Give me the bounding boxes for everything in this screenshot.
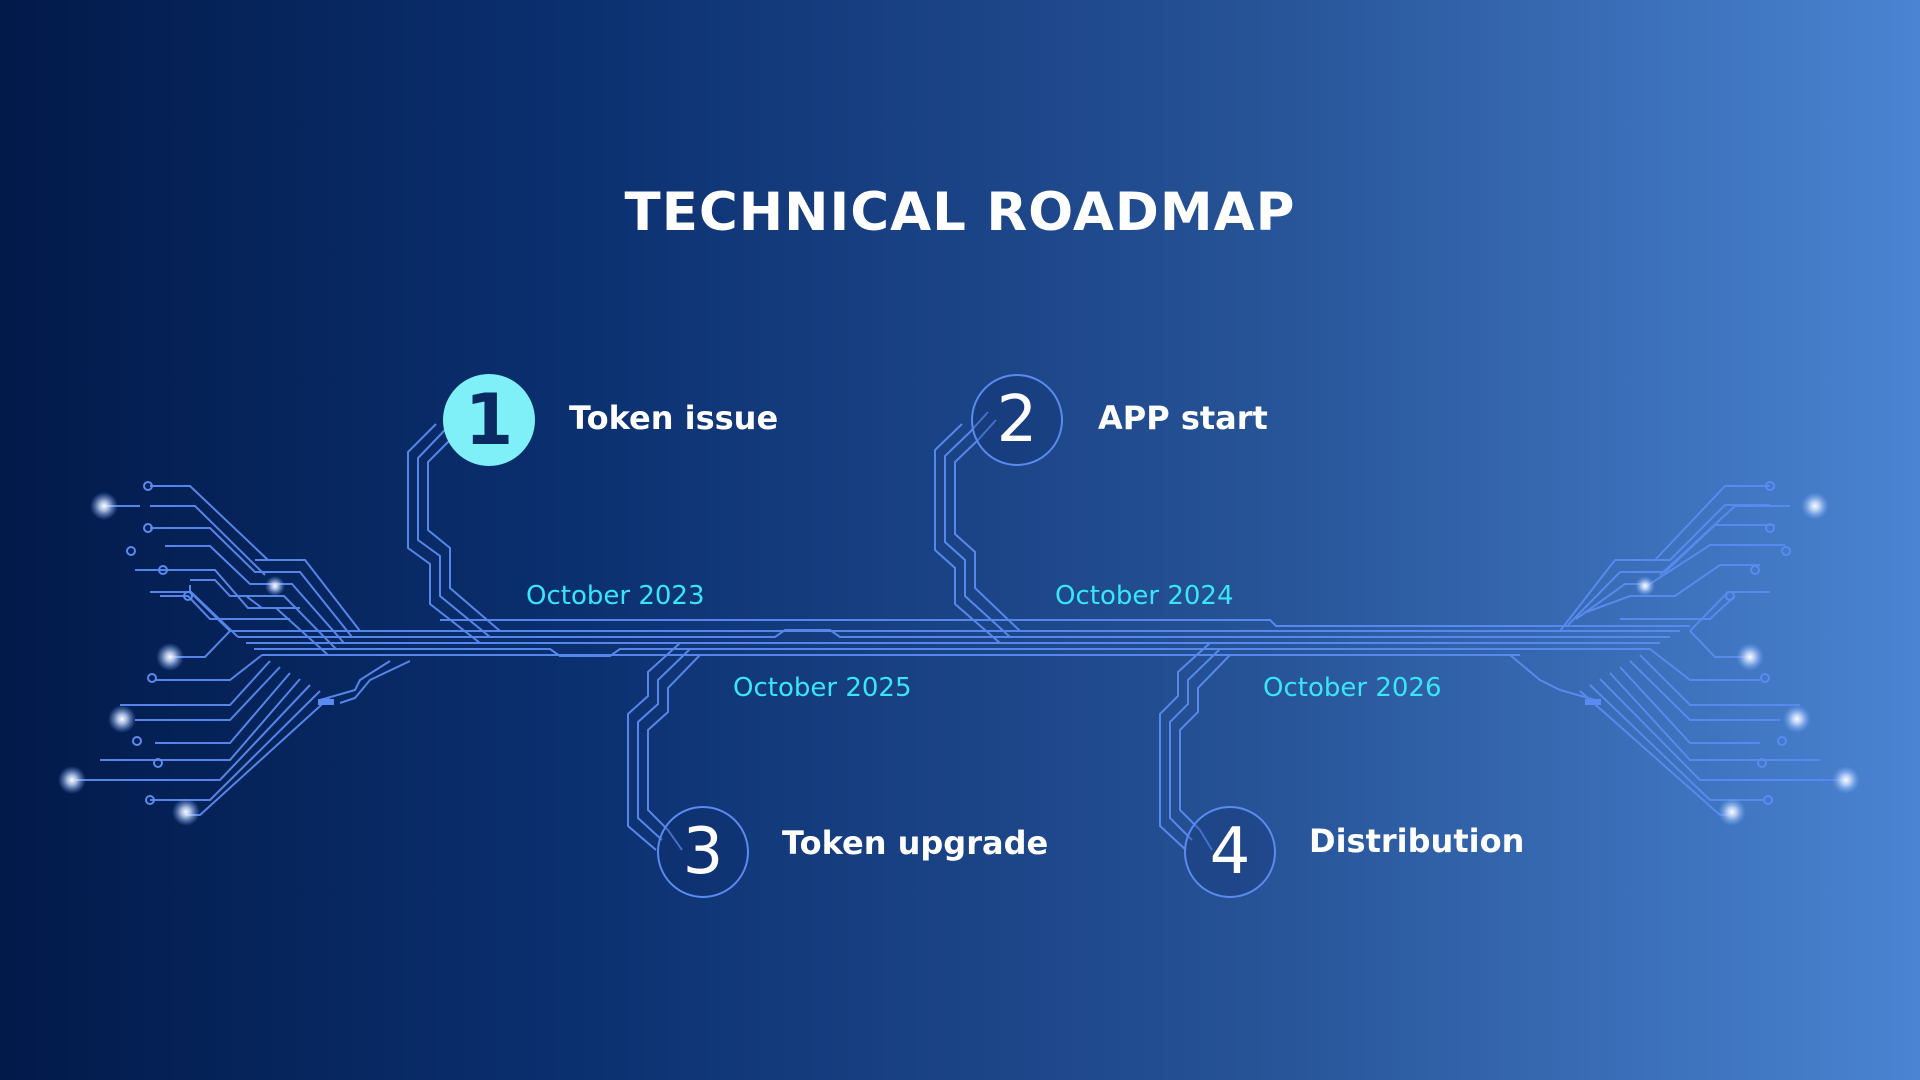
milestone-4-circle: 4 (1184, 806, 1276, 898)
milestone-4-date: October 2026 (1263, 673, 1442, 703)
milestone-3-label: Token upgrade (782, 824, 1049, 862)
milestone-2-circle: 2 (971, 374, 1063, 466)
milestone-3-number: 3 (682, 815, 724, 889)
milestone-2-number: 2 (996, 383, 1038, 457)
milestone-1-circle: 1 (443, 374, 535, 466)
milestone-2-date: October 2024 (1055, 581, 1234, 611)
milestone-1-label: Token issue (569, 399, 779, 437)
milestone-1-number: 1 (464, 379, 514, 461)
milestone-4-label: Distribution (1309, 822, 1525, 860)
milestone-1-date: October 2023 (526, 581, 705, 611)
milestone-2-label: APP start (1098, 399, 1268, 437)
milestone-4-number: 4 (1209, 815, 1251, 889)
page-title: TECHNICAL ROADMAP (624, 182, 1296, 243)
milestone-3-circle: 3 (657, 806, 749, 898)
milestone-3-date: October 2025 (733, 673, 912, 703)
